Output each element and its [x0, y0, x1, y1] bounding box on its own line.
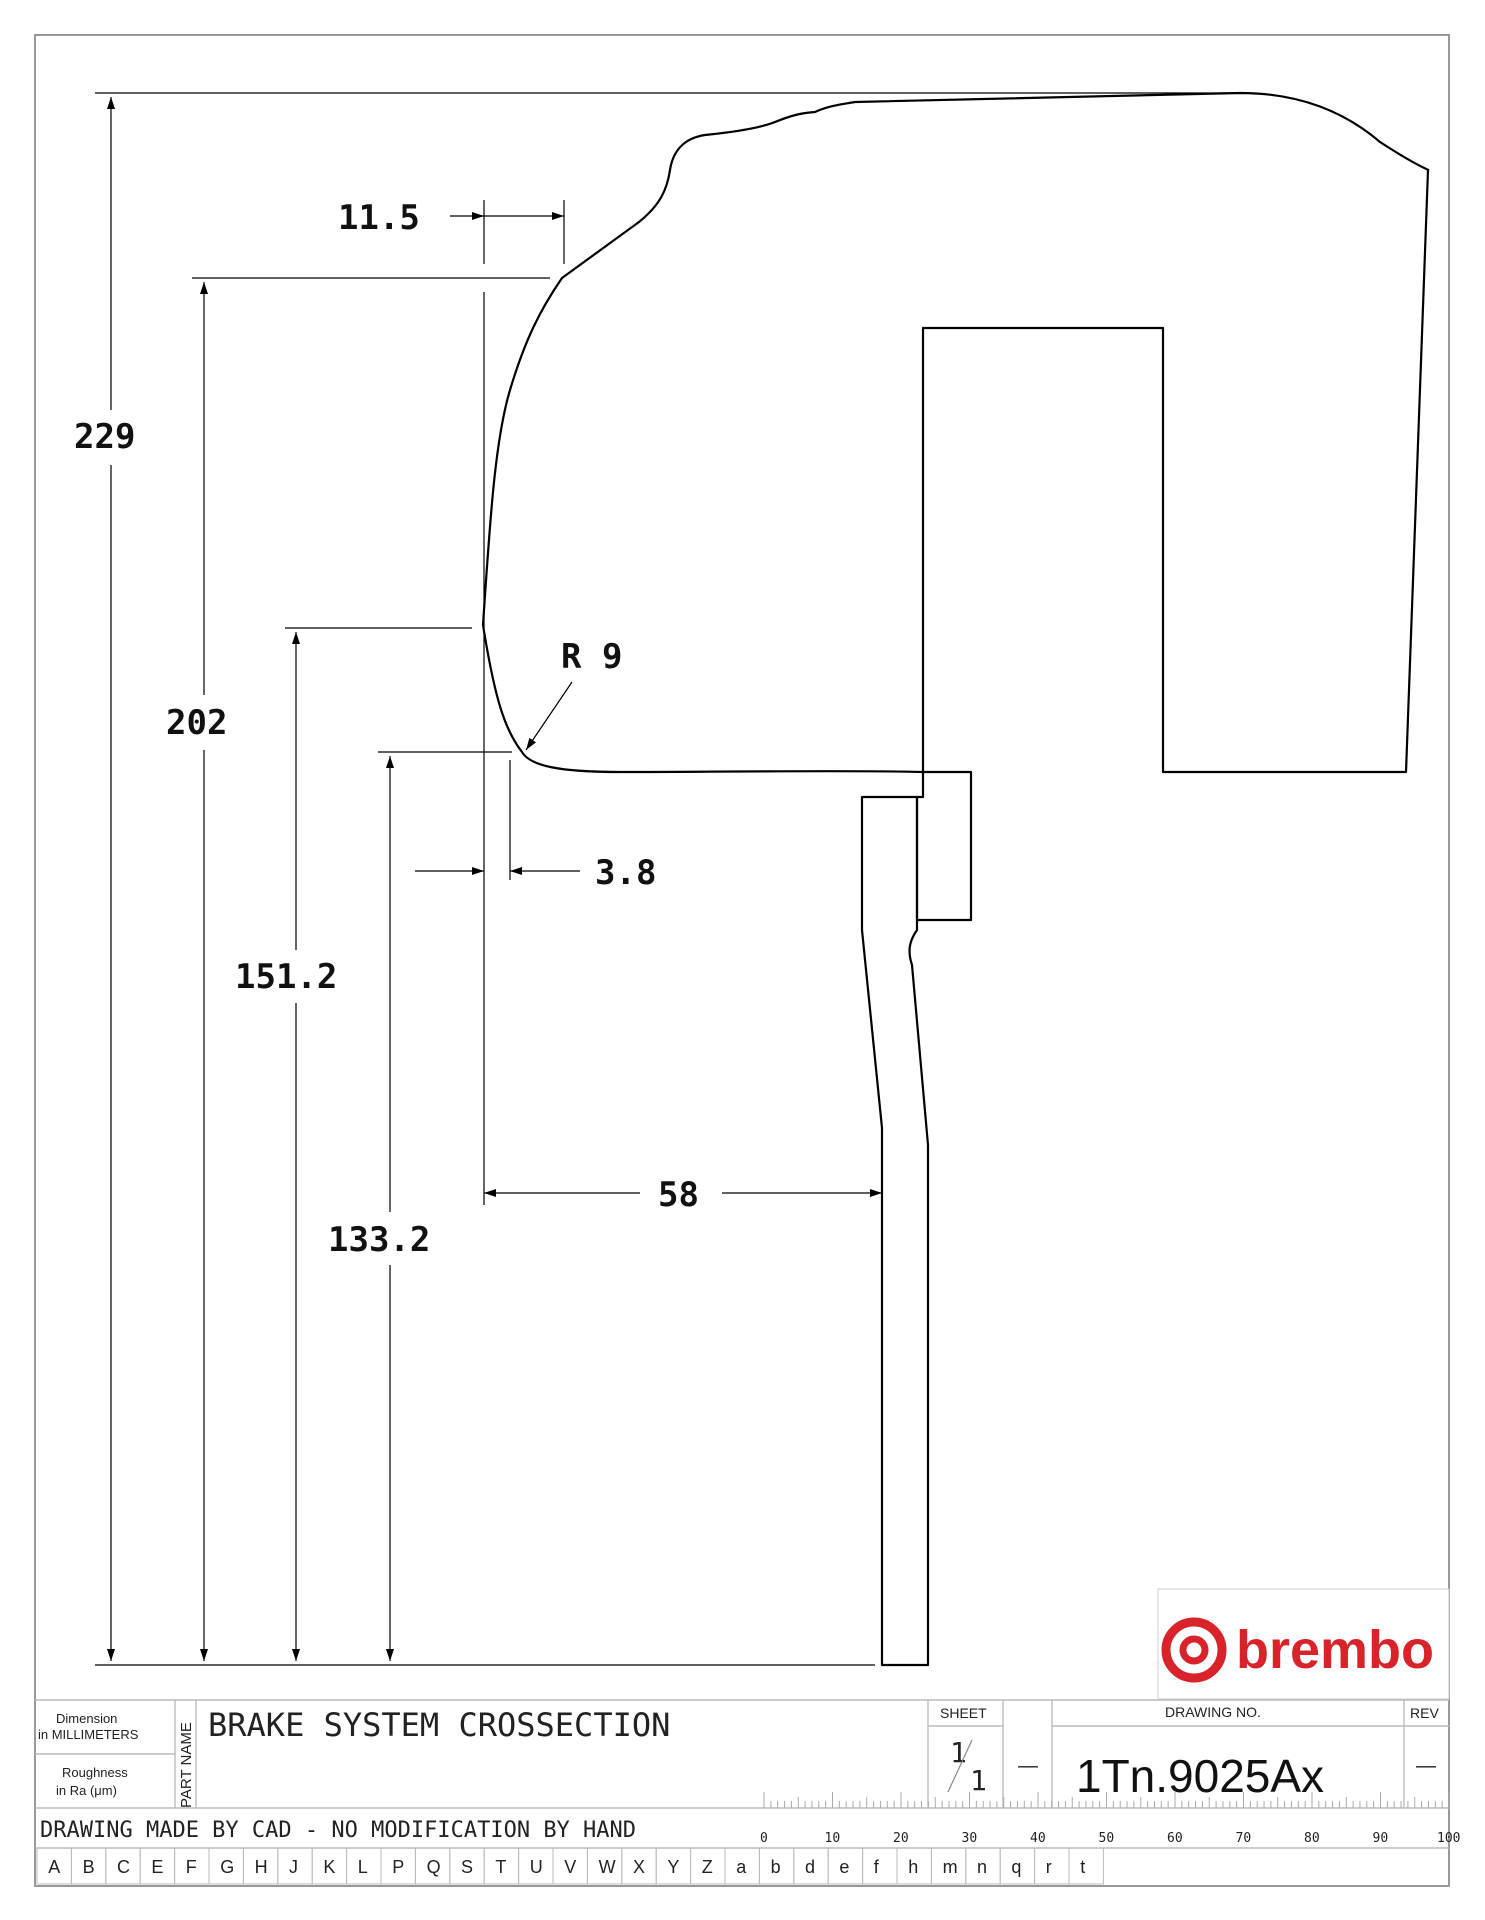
roughness-unit: in Ra (μm) — [56, 1783, 117, 1798]
letter-label: Z — [702, 1857, 713, 1877]
scale-label: 30 — [962, 1831, 978, 1846]
letter-label: q — [1011, 1857, 1021, 1877]
part-name: BRAKE SYSTEM CROSSECTION — [208, 1706, 670, 1744]
letter-label: S — [461, 1857, 473, 1877]
scale-label: 80 — [1304, 1831, 1320, 1846]
letter-label: h — [908, 1857, 918, 1877]
part-name-label: PART NAME — [178, 1722, 195, 1808]
drawing-number: 1Tn.9025Ax — [1076, 1750, 1324, 1802]
letter-label: m — [943, 1857, 958, 1877]
brand-name: brembo — [1236, 1620, 1434, 1680]
sheet-total: 1 — [970, 1764, 987, 1797]
letter-label: f — [874, 1857, 880, 1877]
dimension-texts: 229 202 151.2 133.2 11.5 3.8 58 R 9 — [74, 198, 699, 1260]
letter-label: Y — [667, 1857, 679, 1877]
dimension-label: Dimension — [56, 1711, 117, 1726]
scale-ruler: 0 10 20 30 40 50 60 70 80 90 100 — [760, 1792, 1460, 1846]
sheet-number: 1 — [950, 1736, 967, 1769]
letter-label: K — [323, 1857, 335, 1877]
letter-label: T — [495, 1857, 506, 1877]
brembo-logo: brembo — [1157, 1588, 1450, 1700]
dim-133-2: 133.2 — [328, 1220, 430, 1260]
drawing-no-label: DRAWING NO. — [1165, 1704, 1261, 1720]
dimension-lines — [95, 92, 1240, 1666]
scale-label: 40 — [1030, 1831, 1046, 1846]
letter-label: d — [805, 1857, 815, 1877]
letter-label: e — [839, 1857, 849, 1877]
letter-label: r — [1046, 1857, 1052, 1877]
letter-label: H — [255, 1857, 268, 1877]
scale-label: 90 — [1373, 1831, 1389, 1846]
dim-r9: R 9 — [561, 637, 622, 677]
letter-label: Q — [427, 1857, 441, 1877]
scale-label: 60 — [1167, 1831, 1183, 1846]
dim-58: 58 — [658, 1175, 699, 1215]
letter-label: V — [564, 1857, 576, 1877]
letter-label: W — [599, 1857, 616, 1877]
letter-label: t — [1080, 1857, 1085, 1877]
scale-label: 50 — [1099, 1831, 1115, 1846]
letter-label: L — [358, 1857, 368, 1877]
sheet-label: SHEET — [940, 1705, 987, 1721]
letter-cell — [862, 1847, 898, 1885]
letter-cell — [1068, 1847, 1104, 1885]
letter-label: U — [530, 1857, 543, 1877]
letter-label: B — [83, 1857, 95, 1877]
letter-label: E — [151, 1857, 163, 1877]
rev-label: REV — [1410, 1705, 1439, 1721]
letter-label: b — [771, 1857, 781, 1877]
letter-label: G — [220, 1857, 234, 1877]
letter-label: n — [977, 1857, 987, 1877]
dim-3-8: 3.8 — [595, 853, 656, 893]
scale-label: 0 — [760, 1831, 768, 1846]
sheet-border — [34, 34, 1450, 1887]
dim-151-2: 151.2 — [235, 957, 337, 997]
letter-label: J — [289, 1857, 298, 1877]
part-outline — [481, 91, 1430, 1667]
brand-mark-icon — [1161, 1617, 1227, 1683]
letter-label: X — [633, 1857, 645, 1877]
dim-229: 229 — [74, 417, 135, 457]
dimension-unit: in MILLIMETERS — [38, 1727, 139, 1742]
letter-label: P — [392, 1857, 404, 1877]
letter-label: A — [48, 1857, 60, 1877]
letter-label: a — [736, 1857, 747, 1877]
dim-11-5: 11.5 — [338, 198, 420, 238]
scale-label: 20 — [893, 1831, 909, 1846]
title-block-texts: Dimension in MILLIMETERS Roughness in Ra… — [38, 1704, 1439, 1843]
caliper-body-outline — [481, 91, 1430, 922]
dim-202: 202 — [166, 703, 227, 743]
cad-note: DRAWING MADE BY CAD - NO MODIFICATION BY… — [40, 1818, 636, 1843]
scale-label: 70 — [1236, 1831, 1252, 1846]
letter-label: C — [117, 1857, 130, 1877]
roughness-label: Roughness — [62, 1765, 128, 1780]
rev-value: — — [1416, 1755, 1436, 1777]
rotor-section-outline — [860, 795, 930, 1667]
scale-label: 100 — [1437, 1831, 1460, 1846]
letter-label: F — [186, 1857, 197, 1877]
sheet-dash: — — [1018, 1755, 1038, 1777]
scale-label: 10 — [825, 1831, 841, 1846]
